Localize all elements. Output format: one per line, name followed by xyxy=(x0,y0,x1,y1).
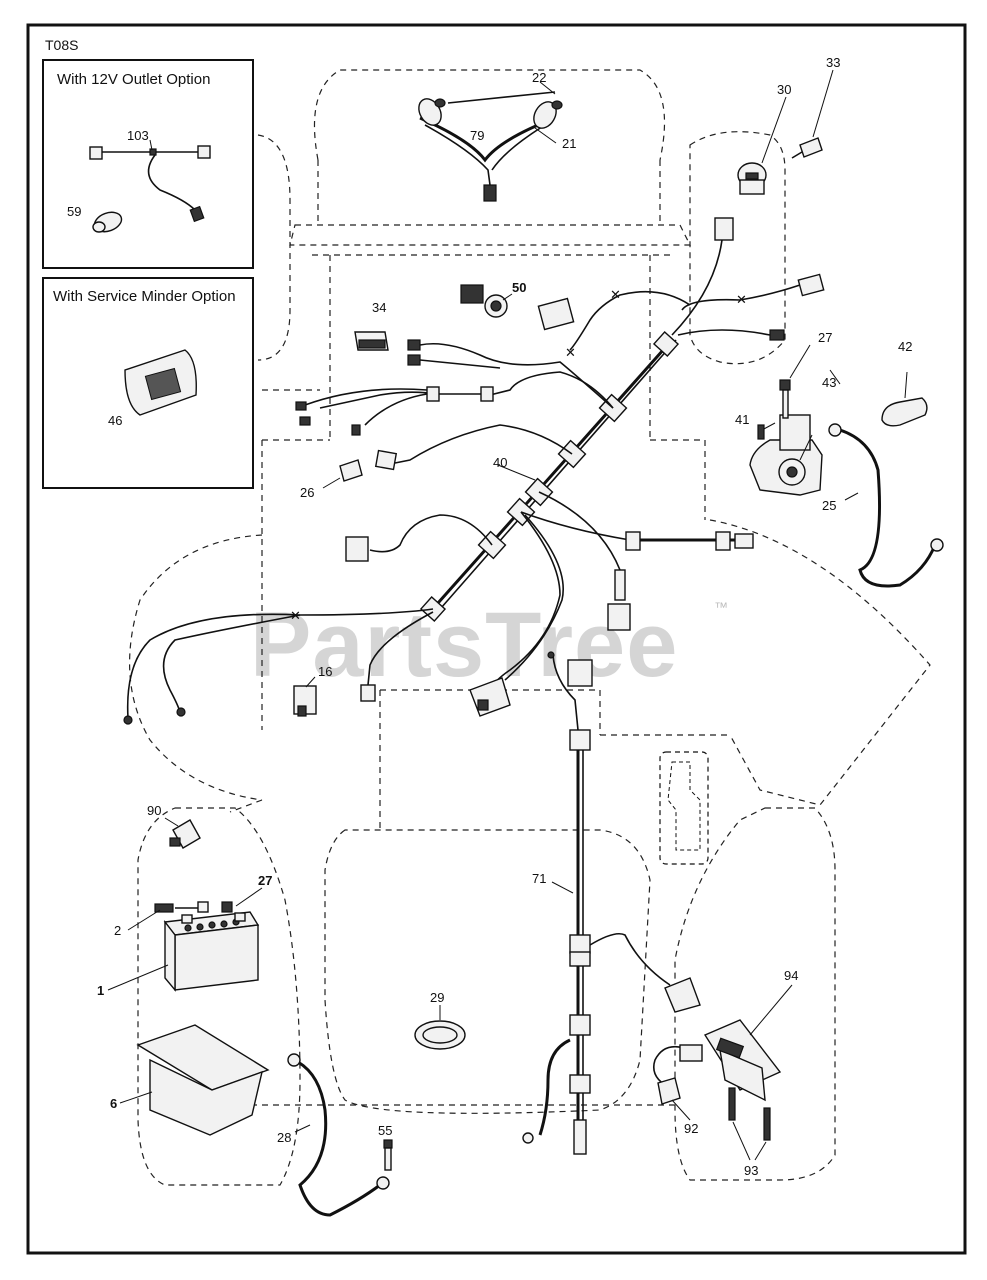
diagram-code: T08S xyxy=(45,37,78,53)
cable-25 xyxy=(828,423,944,588)
callout-33: 33 xyxy=(826,55,840,70)
callout-28: 28 xyxy=(277,1130,291,1145)
callout-22: 22 xyxy=(532,70,546,85)
svg-text:✕: ✕ xyxy=(736,292,747,307)
terminal-boot-42 xyxy=(881,371,928,427)
battery-tray-6 xyxy=(119,1024,270,1136)
bolt-55 xyxy=(383,1139,393,1171)
battery-1 xyxy=(107,911,260,992)
callout-103: 103 xyxy=(127,128,149,143)
switch-16 xyxy=(293,676,317,717)
option-box-12v: With 12V Outlet Option 103 59 xyxy=(42,59,254,269)
callout-40: 40 xyxy=(493,455,507,470)
nut-27 xyxy=(221,887,263,913)
svg-text:✕: ✕ xyxy=(565,345,576,360)
callout-71: 71 xyxy=(532,871,546,886)
callout-90: 90 xyxy=(147,803,161,818)
callout-27a: 27 xyxy=(818,330,832,345)
callout-26: 26 xyxy=(300,485,314,500)
callout-2: 2 xyxy=(114,923,121,938)
watermark-trademark: ™ xyxy=(714,599,728,615)
svg-text:✕: ✕ xyxy=(610,287,621,302)
callout-1: 1 xyxy=(97,983,104,998)
label-sticker xyxy=(537,297,575,331)
connector-92 xyxy=(652,1044,703,1121)
callout-43: 43 xyxy=(822,375,836,390)
callout-16: 16 xyxy=(318,664,332,679)
callout-41: 41 xyxy=(735,412,749,427)
screws-93 xyxy=(728,1087,771,1161)
option-box-service-minder: With Service Minder Option 46 xyxy=(42,277,254,489)
callout-42: 42 xyxy=(898,339,912,354)
callout-94: 94 xyxy=(784,968,798,983)
ignition-switch xyxy=(737,96,787,195)
wire-clip-29 xyxy=(414,1005,466,1050)
callout-55: 55 xyxy=(378,1123,392,1138)
callout-27b: 27 xyxy=(258,873,272,888)
headlight-assembly xyxy=(418,81,563,202)
main-harness: ✕ ✕ ✕ xyxy=(123,217,825,731)
fuse-holder-90 xyxy=(164,817,201,849)
callout-59: 59 xyxy=(67,204,81,219)
callout-79: 79 xyxy=(470,128,484,143)
option-box-service-minder-title: With Service Minder Option xyxy=(53,288,236,305)
diagram-frame xyxy=(26,23,967,1255)
relay-26 xyxy=(322,459,363,489)
callout-46: 46 xyxy=(108,413,122,428)
callout-93: 93 xyxy=(744,1163,758,1178)
callout-21: 21 xyxy=(562,136,576,151)
ignition-key xyxy=(791,69,834,159)
callout-29: 29 xyxy=(430,990,444,1005)
callout-25: 25 xyxy=(822,498,836,513)
callout-50: 50 xyxy=(512,280,526,295)
shift-gate xyxy=(659,751,709,865)
callout-30: 30 xyxy=(777,82,791,97)
bolt-2 xyxy=(127,901,209,931)
switch-34 xyxy=(354,331,389,351)
module-94 xyxy=(703,984,793,1102)
callout-92: 92 xyxy=(684,1121,698,1136)
callout-6: 6 xyxy=(110,1096,117,1111)
tractor-outline xyxy=(129,69,931,1186)
option-box-12v-title: With 12V Outlet Option xyxy=(57,71,210,88)
watermark: PartsTree xyxy=(250,594,678,696)
screw-41 xyxy=(757,424,765,440)
pto-switch xyxy=(460,284,513,318)
harness-71 xyxy=(522,729,701,1155)
cable-28 xyxy=(287,1053,390,1217)
callout-34: 34 xyxy=(372,300,386,315)
starter-solenoid xyxy=(749,344,841,496)
